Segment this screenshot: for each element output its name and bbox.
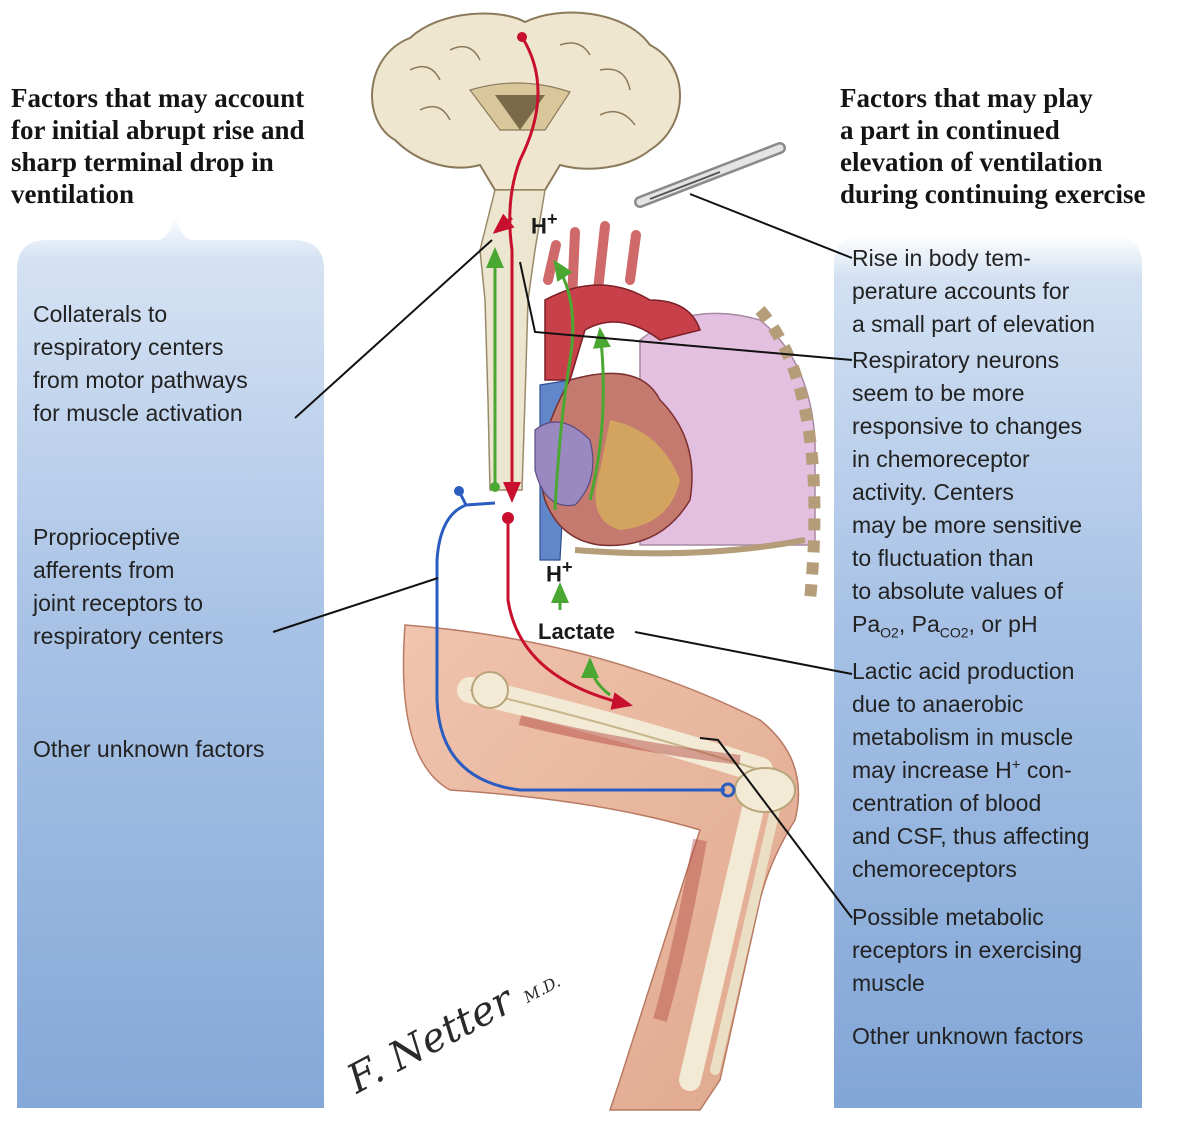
h-plus-sup: + bbox=[561, 556, 573, 577]
h-plus-bottom-label: H+ bbox=[546, 556, 573, 587]
h-text: H bbox=[546, 561, 562, 587]
text-line: joint receptors to bbox=[33, 590, 204, 616]
text-line: to absolute values of bbox=[852, 578, 1063, 604]
left-factors-panel: Collaterals to respiratory centers from … bbox=[17, 210, 324, 1108]
comma: , bbox=[968, 611, 975, 637]
right-heading-line: during continuing exercise bbox=[840, 179, 1146, 209]
text-line: respiratory centers bbox=[33, 334, 224, 360]
text-line: activity. Centers bbox=[852, 479, 1014, 505]
partial-pressures-line: PaO2, PaCO2, or pH bbox=[852, 608, 1082, 641]
text-line: from motor pathways bbox=[33, 367, 248, 393]
motor-pathway bbox=[492, 32, 633, 710]
h-text: H bbox=[531, 213, 547, 239]
text-line: metabolism in muscle bbox=[852, 724, 1074, 750]
text-line: due to anaerobic bbox=[852, 691, 1024, 717]
text-line: Lactic acid production bbox=[852, 658, 1075, 684]
ph-label: or pH bbox=[981, 611, 1038, 637]
left-panel-background bbox=[17, 214, 324, 1108]
right-heading: Factors that may play a part in continue… bbox=[840, 82, 1146, 210]
text-line: seem to be more bbox=[852, 380, 1025, 406]
leg bbox=[402, 624, 800, 1111]
chemoreceptor-pathway bbox=[486, 247, 611, 697]
text-line: for muscle activation bbox=[33, 400, 243, 426]
left-heading: Factors that may account for initial abr… bbox=[11, 82, 305, 210]
h-plus-top-label: H+ bbox=[531, 208, 558, 239]
proprioceptive-text: Proprioceptive afferents from joint rece… bbox=[33, 521, 223, 653]
left-heading-line: sharp terminal drop in bbox=[11, 147, 274, 177]
right-heading-line: Factors that may play bbox=[840, 83, 1093, 113]
text-line: centration of blood bbox=[852, 790, 1042, 816]
right-factors-panel: Rise in body tem- perature accounts for … bbox=[834, 210, 1142, 1108]
o2-subscript: O2 bbox=[880, 624, 899, 641]
text-line: to fluctuation than bbox=[852, 545, 1034, 571]
text-line: muscle bbox=[852, 970, 925, 996]
comma: , bbox=[898, 611, 906, 637]
text-line: Possible metabolic bbox=[852, 904, 1044, 930]
text-line: Other unknown factors bbox=[33, 736, 265, 762]
text-line: in chemoreceptor bbox=[852, 446, 1030, 472]
text-line: respiratory centers bbox=[33, 623, 224, 649]
text-line: Respiratory neurons bbox=[852, 347, 1060, 373]
pa-label: Pa bbox=[911, 611, 940, 637]
right-other-factors-text: Other unknown factors bbox=[852, 1020, 1083, 1053]
text-line: chemoreceptors bbox=[852, 856, 1017, 882]
co2-subscript: CO2 bbox=[939, 624, 969, 641]
left-heading-line: for initial abrupt rise and bbox=[11, 115, 305, 145]
thermometer-icon bbox=[634, 142, 786, 208]
left-heading-line: ventilation bbox=[11, 179, 135, 209]
body-temperature-text: Rise in body tem- perature accounts for … bbox=[852, 242, 1095, 341]
text-line: perature accounts for bbox=[852, 278, 1070, 304]
leader-lines bbox=[272, 193, 853, 919]
text-line: a small part of elevation bbox=[852, 311, 1095, 337]
right-panel-background bbox=[834, 235, 1142, 1108]
h-line-text: con- bbox=[1020, 757, 1072, 783]
left-heading-line: Factors that may account bbox=[11, 83, 305, 113]
text-line: and CSF, thus affecting bbox=[852, 823, 1090, 849]
pa-label: Pa bbox=[852, 611, 881, 637]
text-line: Collaterals to bbox=[33, 301, 168, 327]
text-line: responsive to changes bbox=[852, 413, 1083, 439]
collaterals-text: Collaterals to respiratory centers from … bbox=[33, 298, 248, 430]
h-plus-sup: + bbox=[1011, 756, 1021, 774]
text-line: receptors in exercising bbox=[852, 937, 1083, 963]
left-other-factors-text: Other unknown factors bbox=[33, 733, 264, 766]
lactic-acid-text: Lactic acid production due to anaerobic … bbox=[852, 655, 1089, 886]
text-line: afferents from bbox=[33, 557, 175, 583]
lactate-label: Lactate bbox=[538, 619, 616, 644]
right-heading-line: elevation of ventilation bbox=[840, 147, 1103, 177]
h-line-text: may increase H bbox=[852, 757, 1012, 783]
metabolic-receptors-text: Possible metabolic receptors in exercisi… bbox=[852, 901, 1082, 1000]
text-line: may be more sensitive bbox=[852, 512, 1083, 538]
afferent-pathway bbox=[435, 486, 736, 798]
heart bbox=[534, 221, 701, 561]
text-line: Proprioceptive bbox=[33, 524, 181, 550]
h-increase-line: may increase H+ con- bbox=[852, 754, 1089, 787]
h-plus-sup: + bbox=[546, 208, 558, 229]
brain bbox=[371, 11, 681, 191]
right-heading-line: a part in continued bbox=[840, 115, 1060, 145]
text-line: Other unknown factors bbox=[852, 1023, 1084, 1049]
text-line: Rise in body tem- bbox=[852, 245, 1031, 271]
respiratory-neurons-text: Respiratory neurons seem to be more resp… bbox=[852, 344, 1082, 641]
